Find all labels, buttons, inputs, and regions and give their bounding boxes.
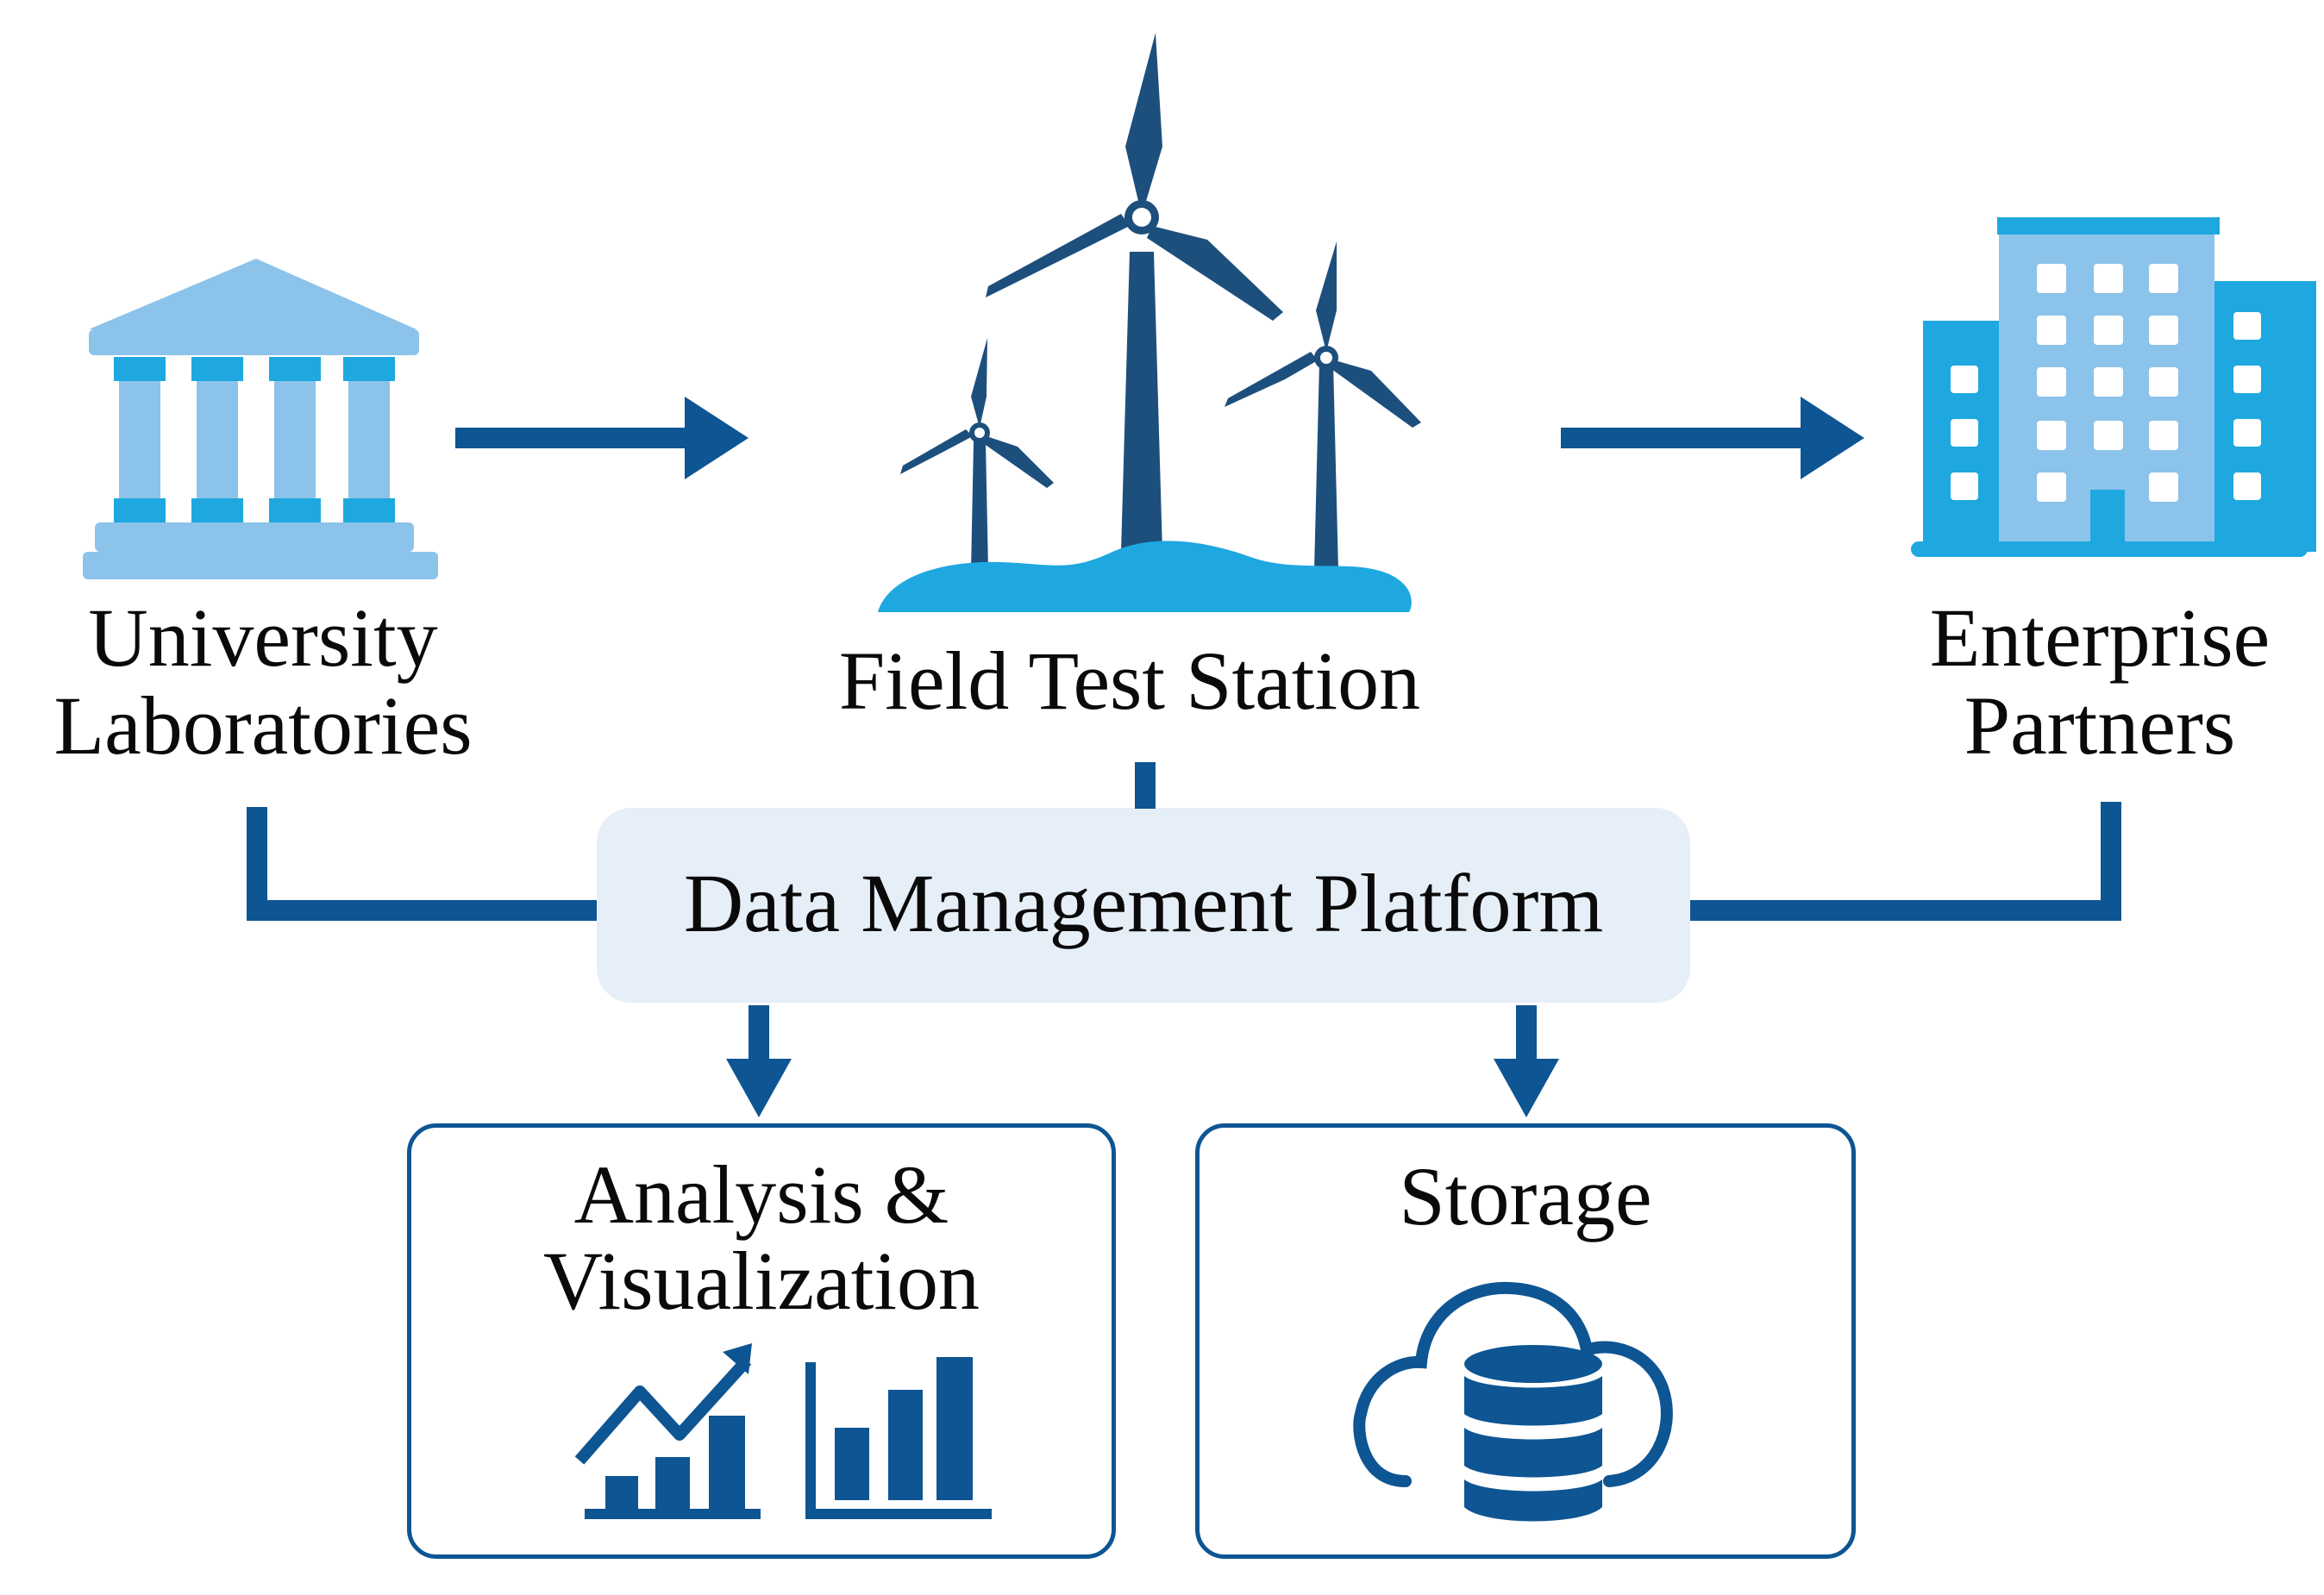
university-label: University Laboratories [17,597,509,767]
arrow-university-to-field [455,397,749,479]
arrow-platform-to-storage [1494,1005,1559,1117]
university-building-icon [83,259,438,579]
analysis-visualization-box [407,1123,1116,1559]
connector-university-to-platform [247,807,597,921]
charts-icon [574,1343,992,1519]
platform-label: Data Management Platform [597,862,1690,945]
field-test-station-label: Field Test Station [776,640,1483,722]
field-test-station-text: Field Test Station [838,635,1421,727]
storage-text: Storage [1399,1150,1652,1242]
enterprise-label-line1: Enterprise [1929,591,2271,684]
platform-text: Data Management Platform [683,857,1604,949]
university-label-line1: University [88,591,438,684]
connector-enterprise-to-platform [1690,802,2121,921]
data-management-platform-box [597,808,1690,1003]
wind-turbines-icon [878,33,1421,612]
office-building-icon [1911,217,2316,557]
analysis-label: Analysis & Visualization [407,1154,1116,1323]
enterprise-label-line2: Partners [1964,679,2236,772]
analysis-label-line1: Analysis & [573,1148,949,1241]
storage-box [1195,1123,1856,1559]
cloud-database-icon [1353,1281,1673,1522]
connector-field-to-platform [1135,762,1156,809]
analysis-label-line2: Visualization [542,1235,980,1327]
enterprise-label: Enterprise Partners [1889,597,2311,767]
arrow-field-to-enterprise [1561,397,1864,479]
arrow-platform-to-analysis [726,1005,792,1117]
storage-label: Storage [1195,1155,1856,1238]
university-label-line2: Laboratories [53,679,473,772]
